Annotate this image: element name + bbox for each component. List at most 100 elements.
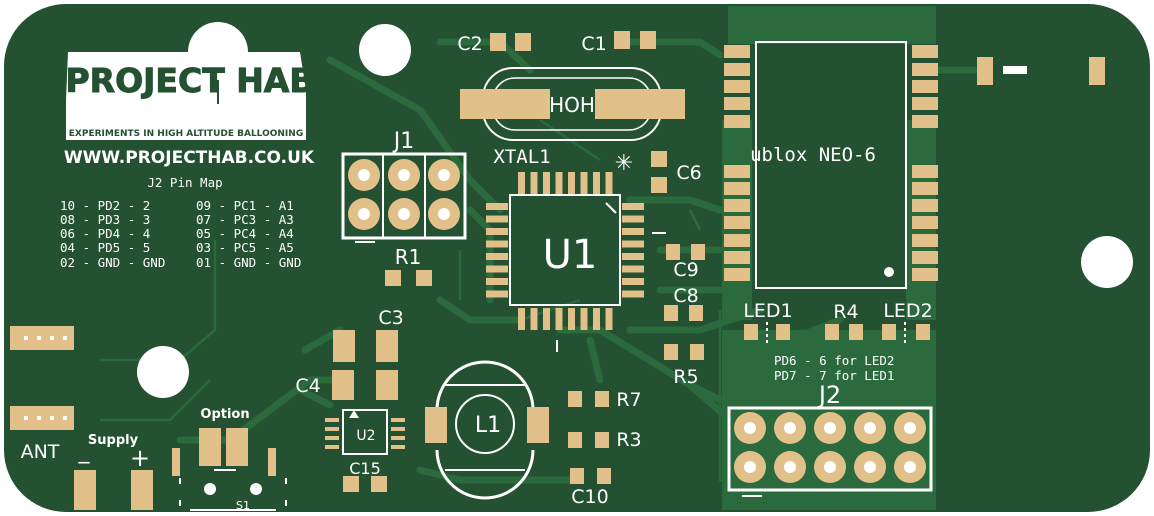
project-hab-logo: PROJECT HAB EXPERIMENTS IN HIGH ALTITUDE… [64,22,315,168]
u1-pad [580,172,588,194]
j2-header: J2 [727,381,933,497]
gps-pad [912,80,938,93]
r1-label: R1 [395,245,422,269]
u1-pad [486,228,508,235]
j2-pin-hole [904,461,916,473]
r5: R5 [664,344,704,388]
gps-pad [724,115,750,128]
gps-pad [724,165,750,178]
led2-label: LED2 [883,300,932,322]
u1-pad [518,308,525,330]
gps-pad [724,63,750,76]
c6-label: C6 [676,162,701,184]
u1-pad [486,240,508,248]
c2-label: C2 [457,33,482,55]
j2-pin-hole [784,422,796,434]
u1-pad [593,308,600,330]
logo-url: WWW.PROJECTHAB.CO.UK [64,148,315,168]
gps-pad [912,165,938,178]
u1-pad [593,172,600,194]
gps-pad [912,115,938,128]
j2-label: J2 [817,381,841,409]
u1-pad [486,203,508,210]
u1-pad [568,172,575,194]
mounting-hole-left [137,346,189,398]
r3-label: R3 [616,429,641,451]
u1-pad [543,308,550,330]
l1-label: L1 [475,413,501,438]
gps-pad [912,251,938,264]
mounting-holes [137,24,1133,398]
xtal1: HOH XTAL1 [460,67,685,168]
pinmap-right-3: 03 - PC5 - A5 [196,240,294,255]
u1-pad [580,308,588,330]
j1-header: J1 [341,129,467,243]
j2-pin-hole [824,422,836,434]
r4-label: R4 [833,301,858,323]
led1: LED1 [743,300,793,343]
c10-label: C10 [571,486,608,508]
gps-pad [912,268,938,281]
c1: C1 [581,31,656,55]
c1-label: C1 [581,33,606,55]
star-marker: ✳ [615,151,633,176]
u1-pad [622,290,644,298]
c15-label: C15 [349,459,381,478]
logo-tagline: EXPERIMENTS IN HIGH ALTITUDE BALLOONING [69,129,303,139]
supply-plus: + [130,444,150,472]
u1-pad [486,290,508,298]
u1-pad [518,172,525,194]
gps-pad [912,199,938,212]
logo-title: PROJECT HAB [66,61,315,100]
c9: C9 [666,244,705,281]
r7-label: R7 [616,389,641,411]
gps-pad [912,97,938,110]
u1-pad [605,172,613,194]
led-note-0: PD6 - 6 for LED2 [774,353,894,368]
u2-label: U2 [356,428,375,444]
gps-pad [724,251,750,264]
u1-pad [543,172,550,194]
c3-label: C3 [378,307,403,329]
j2-pin-hole [784,461,796,473]
gps-module: ublox NEO-6 [724,41,938,289]
supply-minus: _ [78,439,91,464]
gps-pad [912,45,938,58]
gps-pad [724,199,750,212]
j2-pin-hole [904,422,916,434]
pinmap-left-1: 08 - PD3 - 3 [60,212,150,227]
r3: R3 [568,429,642,451]
c4: C4 [295,370,398,400]
r7: R7 [568,389,642,411]
gps-pad [724,216,750,229]
s1-label: S1 [236,499,250,512]
mounting-hole-right [1081,236,1133,288]
rf-connector-top [977,57,1105,85]
u1-pad [486,265,508,273]
connector-ant: ANT [10,406,74,463]
c15: C15 [343,459,387,492]
u1-pad [486,253,508,260]
u1-label: U1 [543,232,598,278]
u1-pad [622,203,644,210]
supply-terminals: Supply _ + [74,433,153,510]
pinmap-title: J2 Pin Map [147,175,222,190]
supply-label: Supply [88,433,139,448]
r5-label: R5 [673,366,698,388]
pinmap-right-0: 09 - PC1 - A1 [196,198,294,213]
c8-label: C8 [673,285,698,307]
option-label: Option [200,407,249,422]
c8: C8 [664,285,703,321]
gps-pad [724,97,750,110]
gps-pad [912,216,938,229]
j2-pin-hole [744,461,756,473]
gps-pad [724,182,750,195]
mounting-hole-top [359,24,411,76]
r4: R4 [825,301,863,340]
j2-pin-hole [864,422,876,434]
gps-pad [724,45,750,58]
u1-pad [622,265,644,273]
l1: L1 [425,360,549,500]
u1-pad [555,172,563,194]
